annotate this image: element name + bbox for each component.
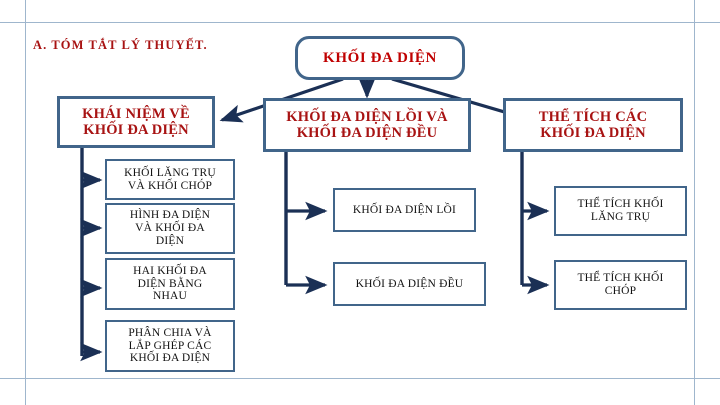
node-the-tich-khoi-lang-tru-label: THỂ TÍCH KHỐI LĂNG TRỤ: [577, 198, 664, 223]
node-phan-chia-va-lap-ghep-label: PHÂN CHIA VÀ LẮP GHÉP CÁC KHỐI ĐA DIỆN: [128, 326, 212, 365]
node-the-tich-khoi-chop[interactable]: THỂ TÍCH KHỐI CHÓP: [554, 260, 687, 310]
node-khoi-da-dien-loi-va-deu-label: KHỐI ĐA DIỆN LỒI VÀ KHỐI ĐA DIỆN ĐỀU: [286, 108, 448, 141]
node-hai-khoi-da-dien-bang-nhau[interactable]: HAI KHỐI ĐA DIỆN BẰNG NHAU: [105, 258, 235, 310]
node-khoi-lang-tru-va-khoi-chop-label: KHỐI LĂNG TRỤ VÀ KHỐI CHÓP: [124, 166, 216, 192]
node-hai-khoi-da-dien-bang-nhau-label: HAI KHỐI ĐA DIỆN BẰNG NHAU: [133, 264, 207, 303]
node-the-tich-cac-khoi-da-dien-label: THỂ TÍCH CÁC KHỐI ĐA DIỆN: [538, 108, 648, 141]
node-hinh-da-dien-va-khoi-da-dien-label: HÌNH ĐA DIỆN VÀ KHỐI ĐA DIỆN: [129, 209, 211, 247]
node-phan-chia-va-lap-ghep[interactable]: PHÂN CHIA VÀ LẮP GHÉP CÁC KHỐI ĐA DIỆN: [105, 320, 235, 372]
guide-line-right: [694, 0, 695, 405]
node-khoi-da-dien-loi-label: KHỐI ĐA DIỆN LỒI: [352, 203, 457, 216]
node-khoi-da-dien-loi[interactable]: KHỐI ĐA DIỆN LỒI: [333, 188, 476, 232]
node-root[interactable]: KHỐI ĐA DIỆN: [295, 36, 465, 80]
node-the-tich-khoi-lang-tru[interactable]: THỂ TÍCH KHỐI LĂNG TRỤ: [554, 186, 687, 236]
page-title: A. TÓM TẮT LÝ THUYẾT.: [33, 38, 208, 52]
guide-line-left: [25, 0, 26, 405]
node-khai-niem-label: KHÁI NIỆM VỀ KHỐI ĐA DIỆN: [82, 105, 190, 138]
guide-line-bottom: [0, 378, 720, 379]
node-khoi-da-dien-loi-va-deu[interactable]: KHỐI ĐA DIỆN LỒI VÀ KHỐI ĐA DIỆN ĐỀU: [263, 98, 471, 152]
node-khai-niem[interactable]: KHÁI NIỆM VỀ KHỐI ĐA DIỆN: [57, 96, 215, 148]
guide-line-top: [0, 22, 720, 23]
node-the-tich-khoi-chop-label: THỂ TÍCH KHỐI CHÓP: [577, 272, 664, 297]
node-root-label: KHỐI ĐA DIỆN: [323, 49, 437, 66]
node-khoi-lang-tru-va-khoi-chop[interactable]: KHỐI LĂNG TRỤ VÀ KHỐI CHÓP: [105, 159, 235, 200]
node-hinh-da-dien-va-khoi-da-dien[interactable]: HÌNH ĐA DIỆN VÀ KHỐI ĐA DIỆN: [105, 203, 235, 254]
node-the-tich-cac-khoi-da-dien[interactable]: THỂ TÍCH CÁC KHỐI ĐA DIỆN: [503, 98, 683, 152]
node-khoi-da-dien-deu-label: KHỐI ĐA DIỆN ĐỀU: [355, 277, 464, 290]
node-khoi-da-dien-deu[interactable]: KHỐI ĐA DIỆN ĐỀU: [333, 262, 486, 306]
